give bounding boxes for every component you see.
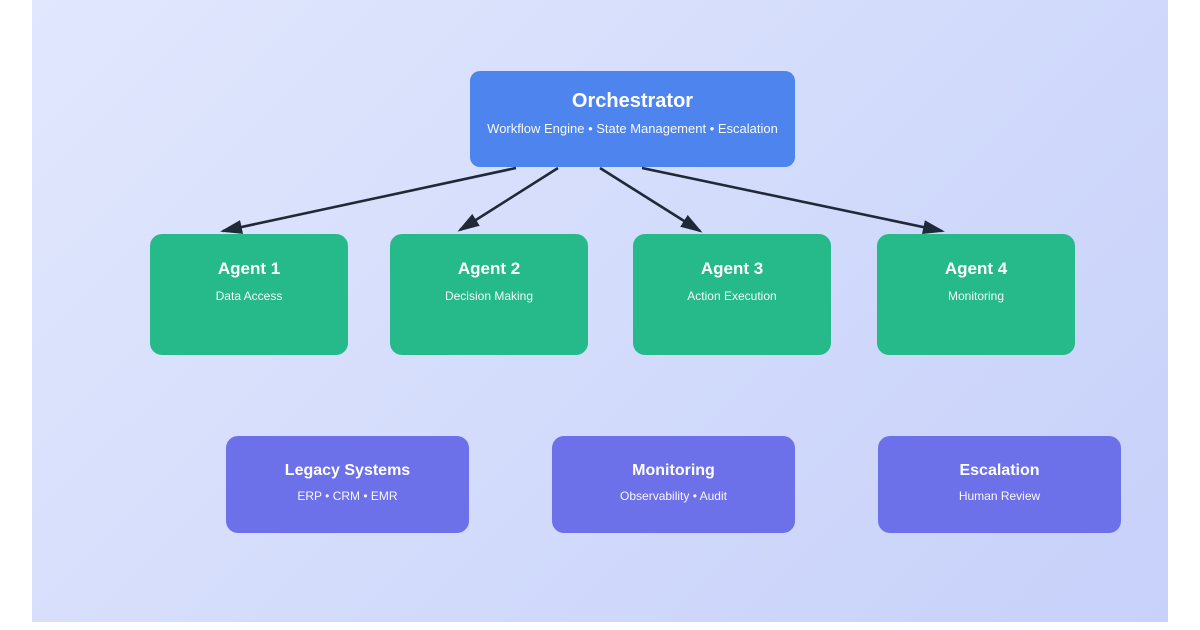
escalation-title: Escalation: [959, 462, 1040, 479]
node-agent-3: Agent 3 Action Execution: [633, 234, 831, 355]
legacy-systems-title: Legacy Systems: [284, 462, 411, 479]
escalation-subtitle: Human Review: [958, 489, 1041, 504]
node-monitoring: Monitoring Observability • Audit: [552, 436, 795, 533]
agent-4-subtitle: Monitoring: [947, 289, 1005, 304]
agent-2-title: Agent 2: [457, 259, 521, 278]
monitoring-title: Monitoring: [632, 462, 715, 479]
orchestrator-subtitle: Workflow Engine • State Management • Esc…: [487, 121, 778, 136]
agent-3-subtitle: Action Execution: [687, 289, 777, 304]
legacy-systems-subtitle: ERP • CRM • EMR: [297, 489, 398, 504]
monitoring-subtitle: Observability • Audit: [620, 489, 727, 504]
orchestrator-title: Orchestrator: [571, 90, 694, 112]
diagram-canvas: Orchestrator Workflow Engine • State Man…: [32, 0, 1168, 622]
agent-3-title: Agent 3: [700, 259, 764, 278]
agent-1-title: Agent 1: [217, 259, 281, 278]
agent-2-subtitle: Decision Making: [444, 289, 534, 304]
node-orchestrator: Orchestrator Workflow Engine • State Man…: [470, 71, 795, 167]
agent-1-subtitle: Data Access: [215, 289, 283, 304]
node-escalation: Escalation Human Review: [878, 436, 1121, 533]
node-legacy-systems: Legacy Systems ERP • CRM • EMR: [226, 436, 469, 533]
node-agent-2: Agent 2 Decision Making: [390, 234, 588, 355]
node-agent-1: Agent 1 Data Access: [150, 234, 348, 355]
node-agent-4: Agent 4 Monitoring: [877, 234, 1075, 355]
agent-4-title: Agent 4: [944, 259, 1008, 278]
